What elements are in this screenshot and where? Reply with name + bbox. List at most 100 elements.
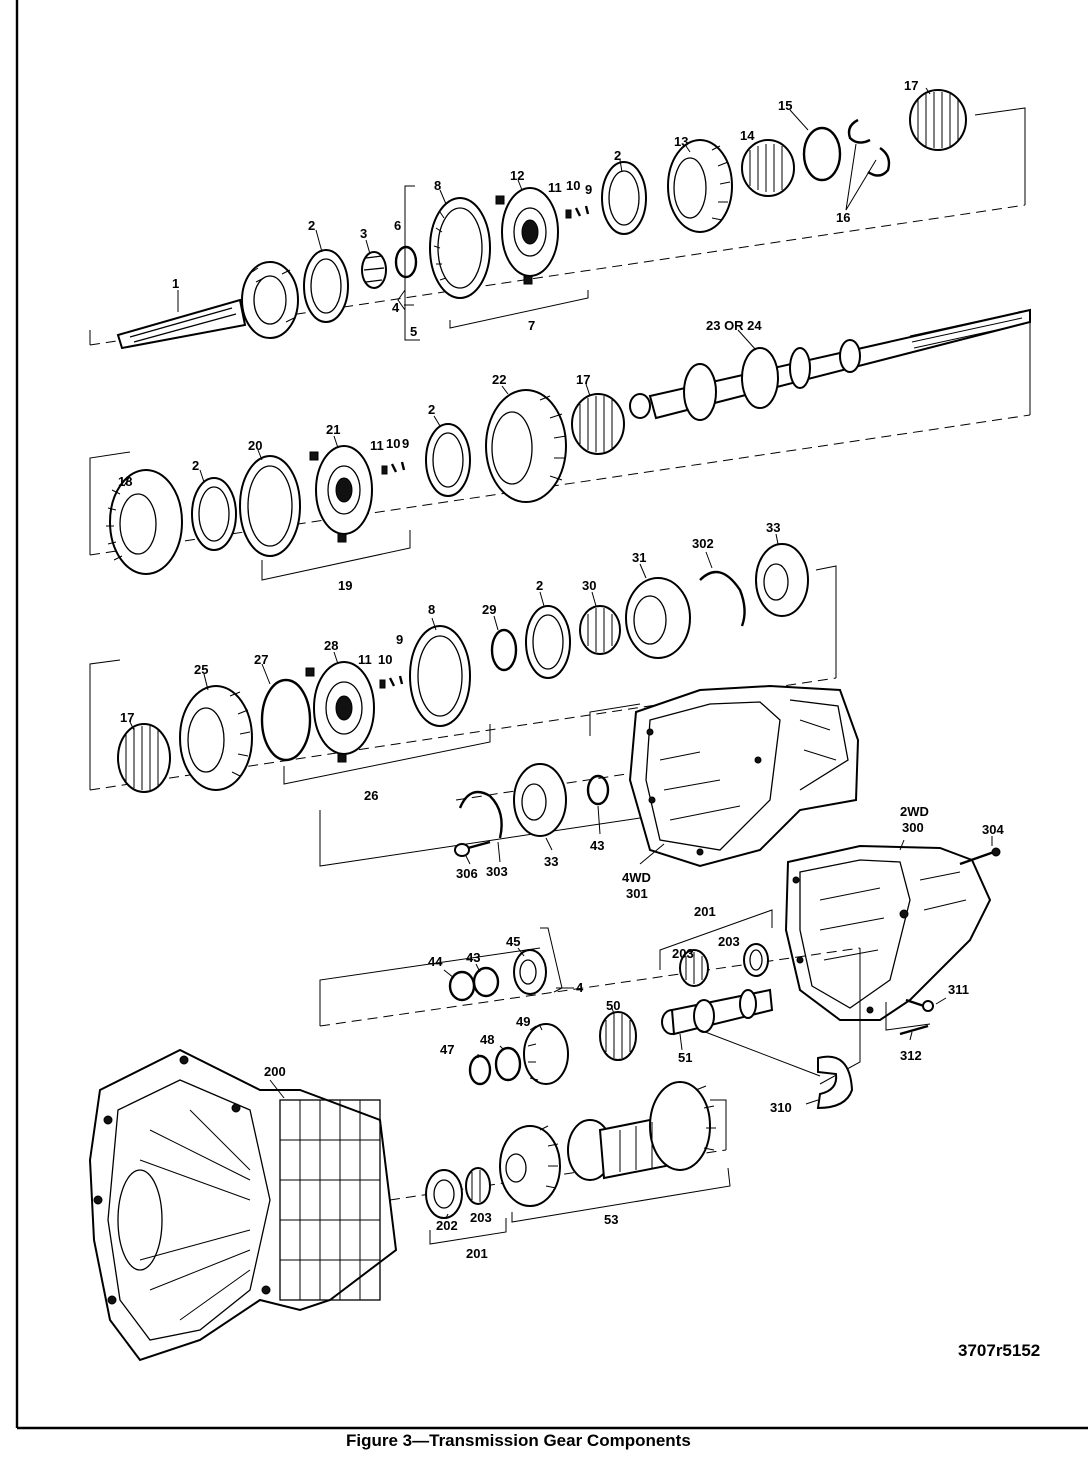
callout: 11 — [548, 180, 562, 195]
gear-49 — [523, 1023, 569, 1085]
callout: 3 — [360, 226, 367, 241]
callout: 48 — [480, 1032, 494, 1047]
gear-25 — [179, 685, 253, 791]
gear-18 — [106, 469, 183, 575]
mainshaft — [629, 308, 1031, 421]
synchronizer-ring — [303, 249, 349, 323]
callout: 2 — [614, 148, 621, 163]
bearing-203a — [679, 949, 709, 987]
callout: 50 — [606, 998, 620, 1013]
callout: 45 — [506, 934, 520, 949]
callout: 28 — [324, 638, 338, 653]
callout: 4WD — [622, 870, 651, 885]
thrust-washer — [802, 126, 842, 182]
callout: 31 — [632, 550, 646, 565]
callout: 4 — [576, 980, 584, 995]
callout: 8 — [428, 602, 435, 617]
needle-bearing — [741, 139, 795, 197]
callout: 201 — [466, 1246, 488, 1261]
snap-ring-29 — [490, 628, 518, 672]
row-4-4wd-case-group — [319, 684, 860, 868]
page-frame — [15, 0, 1088, 1430]
callout: 6 — [394, 218, 401, 233]
washer-47 — [468, 1054, 492, 1086]
gear-22 — [485, 389, 567, 503]
shift-fork-310 — [816, 1055, 854, 1110]
sleeve-20 — [239, 455, 301, 557]
callout: 306 — [456, 866, 478, 881]
row-1-input-shaft-group — [89, 87, 1026, 350]
washer-44 — [448, 970, 476, 1002]
snap-ring-43a — [586, 774, 610, 806]
callout: 53 — [604, 1212, 618, 1227]
bearing-45 — [513, 949, 547, 995]
callout: 203 — [672, 946, 694, 961]
callout: 19 — [338, 578, 352, 593]
hub-28 — [305, 661, 375, 763]
callout: 17 — [904, 78, 918, 93]
callout: 29 — [482, 602, 496, 617]
race-203b — [743, 943, 769, 977]
hub-21 — [309, 445, 373, 543]
row-3-gear-group — [89, 533, 837, 793]
reverse-idler-shaft — [661, 988, 774, 1036]
callout: 9 — [402, 436, 409, 451]
callout: 11 — [358, 652, 372, 667]
key-spring-set-2 — [381, 461, 406, 475]
callout: 51 — [678, 1050, 692, 1065]
callout: 10 — [378, 652, 392, 667]
callout: 10 — [566, 178, 580, 193]
callout: 13 — [674, 134, 688, 149]
callout: 30 — [582, 578, 596, 593]
bearing-33a — [755, 543, 809, 617]
bolt-306 — [454, 840, 491, 857]
gear-31 — [625, 577, 691, 659]
key-spring-set-3 — [379, 675, 404, 689]
reference-code: 3707r5152 — [958, 1341, 1040, 1360]
callout: 4 — [392, 300, 400, 315]
callout: 304 — [982, 822, 1004, 837]
row-6-housing-countershaft-group — [88, 1048, 731, 1362]
figure-caption: Figure 3—Transmission Gear Components — [346, 1431, 691, 1450]
thrust-ring-27 — [260, 678, 312, 762]
callout: 2 — [536, 578, 543, 593]
snap-ring-43b — [472, 966, 500, 998]
callout: 47 — [440, 1042, 454, 1057]
callout: 23 OR 24 — [706, 318, 762, 333]
synchronizer-ring-2 — [601, 161, 647, 235]
callout: 10 — [386, 436, 400, 451]
input-shaft — [116, 261, 299, 350]
callout: 14 — [740, 128, 755, 143]
callout: 8 — [434, 178, 441, 193]
callout: 27 — [254, 652, 268, 667]
callout: 302 — [692, 536, 714, 551]
snap-ring — [394, 245, 418, 279]
callout: 7 — [528, 318, 535, 333]
bearing-cup-202 — [425, 1169, 463, 1219]
washer-48 — [494, 1046, 522, 1082]
callout: 21 — [326, 422, 340, 437]
callout: 1 — [172, 276, 179, 291]
callout: 202 — [436, 1218, 458, 1233]
callout: 44 — [428, 954, 443, 969]
callout: 200 — [264, 1064, 286, 1079]
synchronizer-hub — [495, 187, 559, 285]
third-speed-gear — [667, 139, 733, 233]
synchronizer-ring-3 — [191, 477, 237, 551]
needle-bearing-17b — [571, 393, 625, 455]
callout: 33 — [766, 520, 780, 535]
retainer-302 — [699, 570, 746, 627]
synchronizer-ring-4 — [425, 423, 471, 497]
callout: 203 — [470, 1210, 492, 1225]
row-2-mainshaft-group — [89, 308, 1031, 581]
callout: 310 — [770, 1100, 792, 1115]
callout: 15 — [778, 98, 792, 113]
bearing-203c — [465, 1167, 491, 1205]
callout: 20 — [248, 438, 262, 453]
sleeve-8b — [409, 625, 471, 727]
callout: 9 — [396, 632, 403, 647]
callout: 5 — [410, 324, 417, 339]
extension-housing-4wd — [628, 684, 860, 868]
